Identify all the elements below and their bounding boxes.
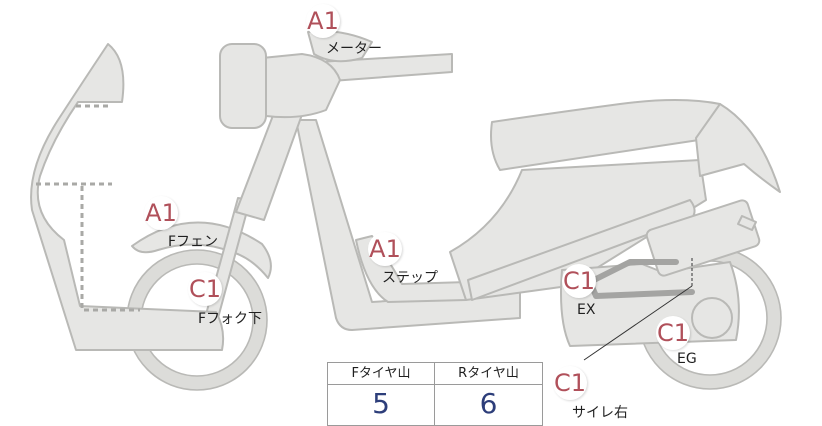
front-body-seam-3	[80, 186, 140, 312]
damage-code-badge-silencer: C1	[553, 366, 587, 400]
damage-code-badge-front-fork: C1	[188, 272, 222, 306]
part-label-exhaust: EX	[577, 302, 596, 318]
front-tire-tread-value: 5	[328, 385, 435, 425]
seat-shape	[490, 99, 725, 171]
part-label-silencer: サイレ右	[572, 405, 628, 421]
headlight-shape	[261, 53, 341, 119]
rear-tire-tread-header: Rタイヤ山	[435, 363, 542, 385]
damage-code-badge-front-fender: A1	[144, 196, 178, 230]
damage-code-badge-step: A1	[368, 232, 402, 266]
damage-code-badge-exhaust: C1	[562, 264, 596, 298]
rear-bolt-shape	[737, 215, 757, 231]
rear-cowl-shape	[695, 103, 781, 193]
part-label-front-fender: Fフェン	[168, 234, 219, 250]
headlight-lens	[219, 43, 267, 129]
part-label-meter: メーター	[326, 41, 382, 57]
damage-code-badge-engine: C1	[656, 316, 690, 350]
part-label-step: ステップ	[382, 270, 438, 286]
rear-hub-shape	[691, 297, 733, 339]
front-body-shape	[30, 43, 225, 351]
damage-code-badge-meter: A1	[306, 4, 340, 38]
tire-tread-table: Fタイヤ山 Rタイヤ山 5 6	[327, 362, 543, 426]
part-label-front-fork: Fフォク下	[198, 311, 263, 327]
leader-line-silencer	[583, 285, 693, 361]
rear-tire-tread-value: 6	[479, 387, 498, 420]
part-label-engine: EG	[677, 351, 697, 367]
front-tire-tread-header: Fタイヤ山	[328, 363, 435, 385]
